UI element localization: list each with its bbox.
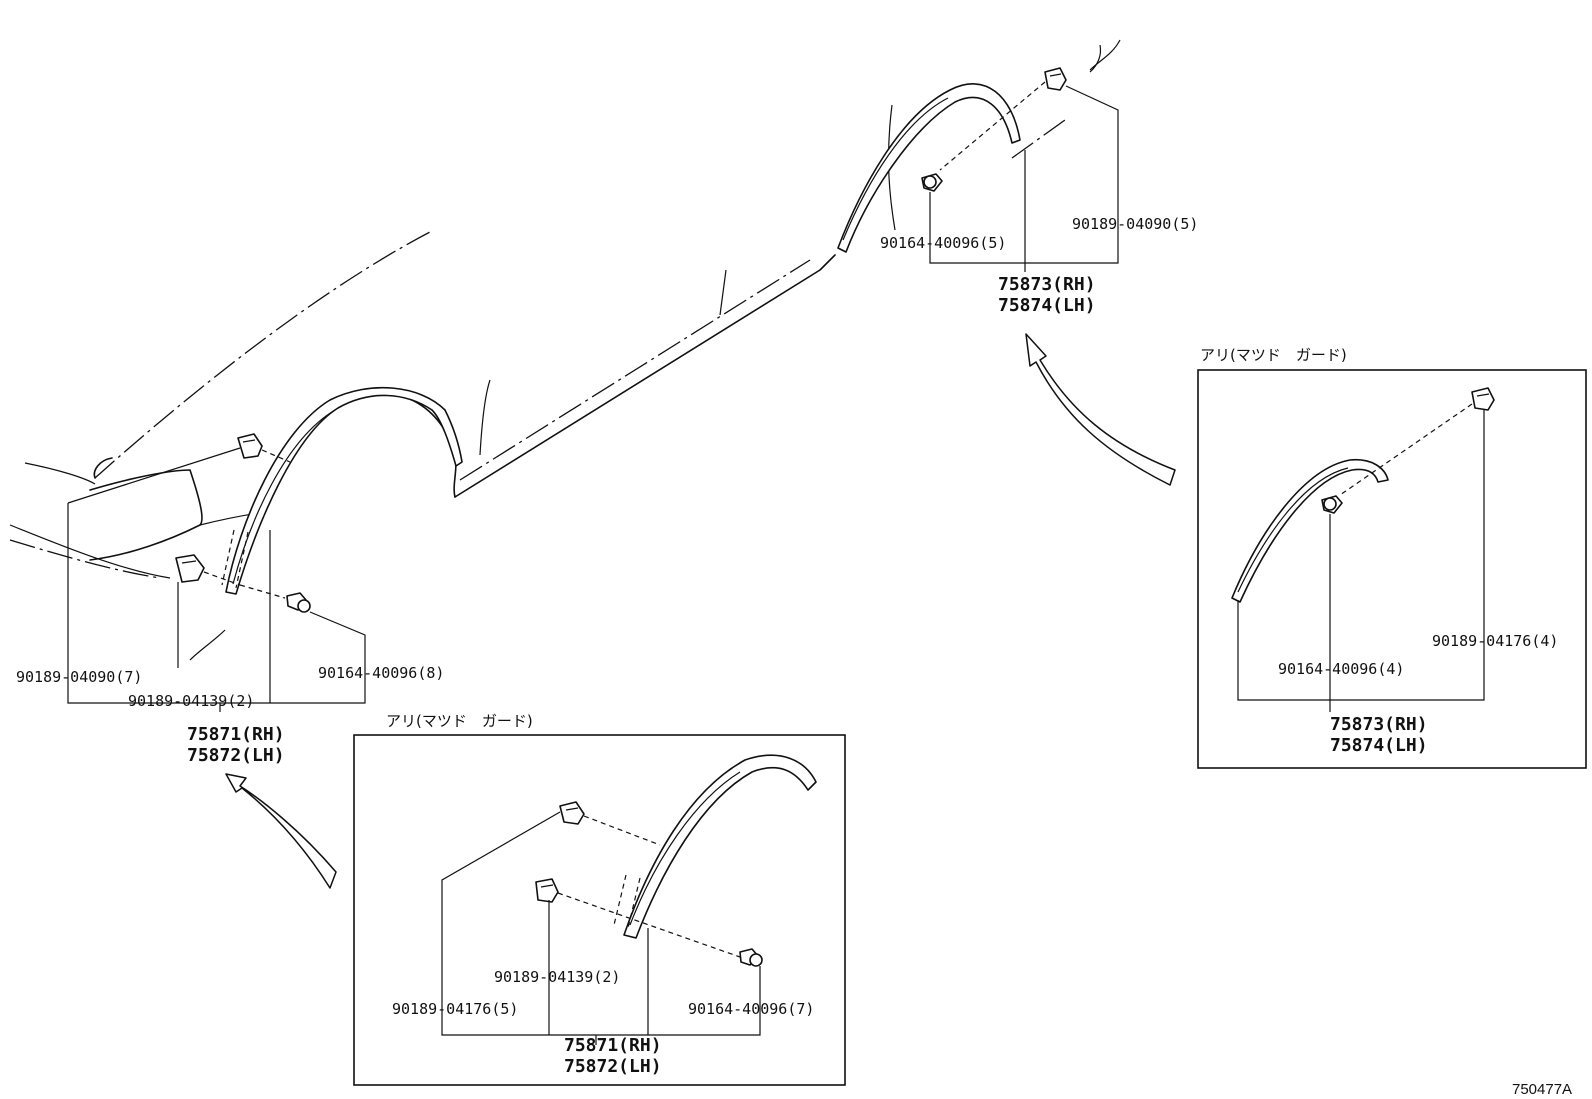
rear-mudguard-main — [837, 83, 1021, 253]
inset-rear-mudguard — [1231, 458, 1389, 603]
main-front-screw-label: 90164-40096(8) — [318, 664, 444, 682]
main-front-part-rh: 75871(RH) — [187, 724, 285, 745]
main-front-clip-a-label: 90189-04090(7) — [16, 668, 142, 686]
inset-front-screw-label: 90164-40096(7) — [688, 1000, 814, 1018]
leaders-main-rear — [929, 85, 1119, 272]
inset-rear-part-lh: 75874(LH) — [1330, 735, 1428, 756]
inset-front-screw — [739, 948, 763, 967]
inset-front-clip-mid — [535, 878, 559, 903]
leader-clip-lower — [203, 571, 241, 586]
leader-rear-dash — [939, 81, 1046, 171]
inset-rear-screw — [1321, 495, 1343, 514]
inset-front-clip-b-label: 90189-04139(2) — [494, 968, 620, 986]
inset-rear-leaders — [1237, 410, 1485, 712]
main-front-clip-b-label: 90189-04139(2) — [128, 692, 254, 710]
main-rear-screw-label: 90164-40096(5) — [880, 234, 1006, 252]
main-front-part-lh: 75872(LH) — [187, 745, 285, 766]
inset-front-box — [353, 734, 846, 1086]
inset-front-clip-a-label: 90189-04176(5) — [392, 1000, 518, 1018]
front-mudguard-main — [221, 386, 463, 595]
arrow-to-rear-inset — [1025, 333, 1176, 486]
inset-front-part-rh: 75871(RH) — [564, 1035, 662, 1056]
inset-rear-clip — [1471, 387, 1495, 411]
inset-front-title: アリ(マツド ガード) — [386, 712, 533, 730]
inset-rear-clip-label: 90189-04176(4) — [1432, 632, 1558, 650]
car-body-outline — [9, 39, 1121, 661]
inset-front-part-lh: 75872(LH) — [564, 1056, 662, 1077]
inset-front-mudguard — [613, 754, 817, 939]
inset-front-leaders — [441, 811, 761, 1045]
inset-rear-part-rh: 75873(RH) — [1330, 714, 1428, 735]
inset-rear-dash — [1339, 403, 1473, 496]
arrow-to-front-inset — [225, 773, 337, 889]
rear-screw-main — [921, 173, 943, 192]
front-clip-lower — [175, 554, 205, 583]
inset-rear-title: アリ(マツド ガード) — [1200, 346, 1347, 364]
inset-rear-screw-label: 90164-40096(4) — [1278, 660, 1404, 678]
front-screw — [286, 592, 311, 613]
front-clip-top — [237, 433, 263, 459]
main-rear-clip-label: 90189-04090(5) — [1072, 215, 1198, 233]
figure-id: 750477A — [1512, 1081, 1572, 1098]
inset-rear-box — [1197, 369, 1587, 769]
inset-front-dash-top — [583, 815, 661, 846]
leader-screw-front — [239, 584, 286, 599]
main-rear-part-rh: 75873(RH) — [998, 274, 1096, 295]
leaders-main-front — [67, 447, 366, 712]
rear-clip-main — [1044, 67, 1067, 91]
inset-front-clip-top — [559, 801, 585, 825]
main-rear-part-lh: 75874(LH) — [998, 295, 1096, 316]
